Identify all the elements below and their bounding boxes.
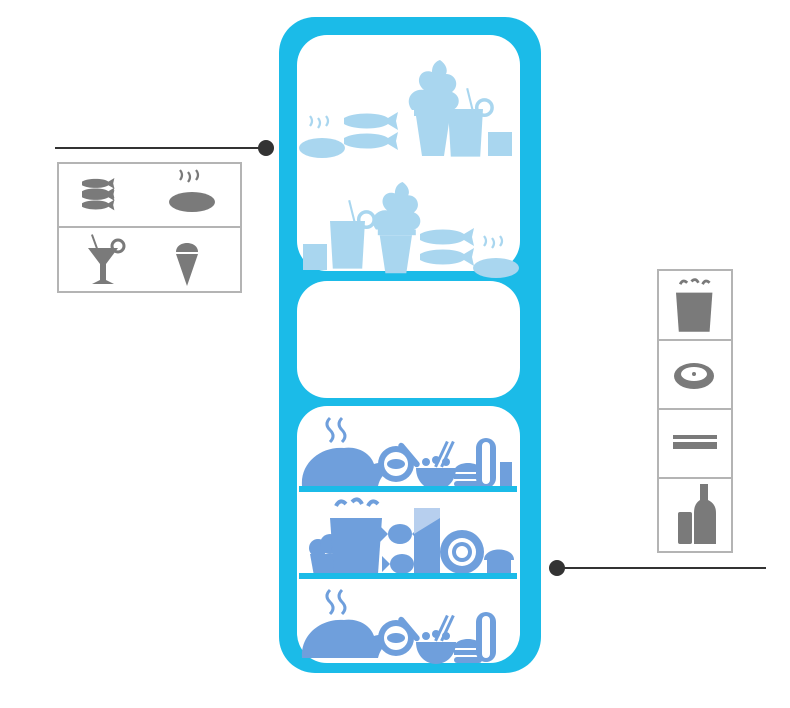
right-icon-panel [657, 269, 733, 553]
fridge-items-shelf-1 [301, 418, 512, 490]
shelf-1 [299, 486, 517, 492]
cocktail-icon [88, 234, 126, 284]
bottle-can-icon [678, 484, 716, 544]
freezer-items-shelf-1 [299, 60, 512, 158]
ice-cream-icon [176, 243, 198, 286]
middle-compartment [297, 281, 520, 398]
chocolate-bar-icon [673, 435, 717, 449]
freezer-items-shelf-2 [303, 182, 519, 278]
lower-compartment [297, 406, 520, 664]
left-icon-panel [57, 162, 242, 293]
pie-icon [674, 363, 714, 389]
fish-icon [82, 178, 115, 211]
upper-compartment [297, 35, 520, 278]
right-connector [549, 560, 766, 576]
chips-bag-icon [676, 279, 713, 332]
steak-icon [169, 170, 215, 212]
shelf-2 [299, 573, 517, 579]
left-connector [55, 140, 274, 156]
